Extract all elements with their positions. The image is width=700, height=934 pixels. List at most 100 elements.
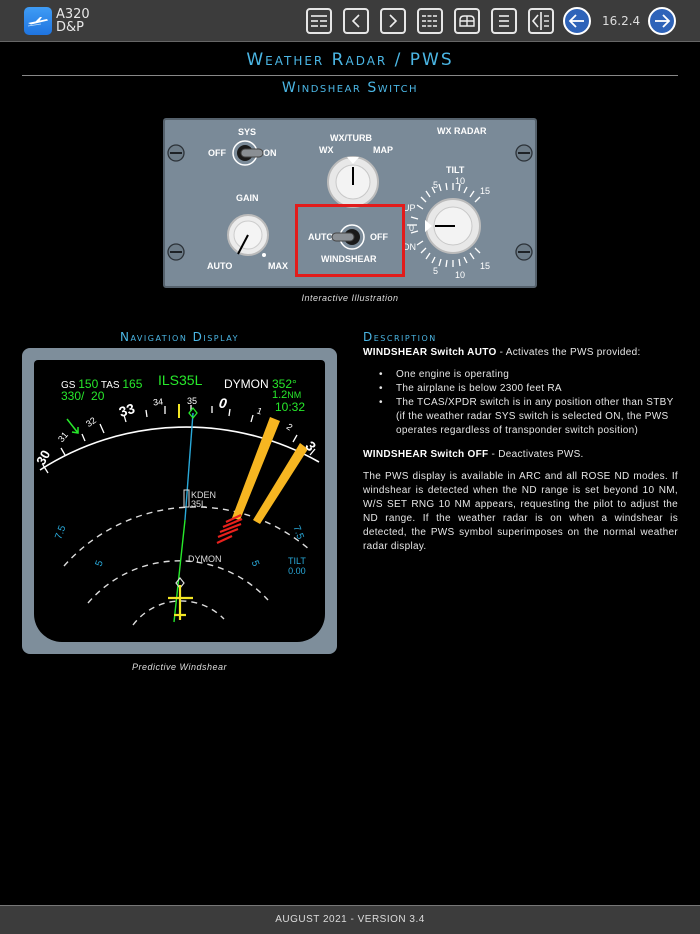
navigation-display-screen: GS 150 TAS 165 330/ 20 ILS35L DYMON 352°… [34, 360, 325, 642]
windshear-auto-label: AUTO [308, 232, 334, 242]
nd-caption: Predictive Windshear [132, 662, 227, 672]
approach-readout: ILS35L [158, 372, 203, 388]
nd-graphics [39, 404, 320, 626]
page-number: 16.2.4 [602, 14, 641, 28]
condition-item: The TCAS/XPDR switch is in any position … [363, 396, 678, 438]
next-page-button[interactable] [648, 7, 676, 35]
auto-conditions-list: One engine is operating The airplane is … [363, 368, 678, 438]
tilt-dn-10: 10 [455, 270, 466, 280]
gain-knob[interactable] [225, 212, 275, 262]
tilt-readout-label: TILT [288, 556, 306, 566]
pws-paragraph: The PWS display is available in ARC and … [363, 471, 678, 552]
gain-auto-label: AUTO [207, 261, 233, 271]
wx-mode-label: WX [319, 145, 334, 155]
sidebar-collapse-icon [531, 12, 549, 30]
title-divider [22, 75, 678, 76]
sys-toggle-switch[interactable] [231, 139, 271, 169]
tilt-label: TILT [446, 165, 465, 175]
waypoint-distance: 1.2NM [272, 389, 301, 401]
tilt-dn-15: 15 [480, 261, 491, 271]
waypoint-eta: 10:32 [275, 400, 306, 414]
nd-speed-readout: GS 150 TAS 165 [61, 377, 142, 391]
waypoint-bearing: 352° [272, 377, 297, 391]
runway-label: 35L [191, 499, 207, 509]
condition-item: The airplane is below 2300 feet RA [363, 382, 678, 396]
menu-lines-icon [499, 15, 509, 27]
condition-item: One engine is operating [363, 368, 678, 382]
contents-button[interactable] [306, 8, 332, 34]
auto-bold: WINDSHEAR Switch AUTO [363, 347, 497, 358]
sidebar-toggle-button[interactable] [528, 8, 554, 34]
wx-radar-label: WX RADAR [437, 126, 487, 136]
app-name: A320 D&P [56, 7, 90, 35]
tilt-zero-label: 0 [409, 223, 415, 233]
distance-value: 1.2 [272, 389, 288, 401]
airplane-icon [27, 17, 48, 27]
navigation-display-frame: GS 150 TAS 165 330/ 20 ILS35L DYMON 352°… [22, 348, 337, 654]
auto-text: - Activates the PWS provided: [496, 347, 641, 358]
off-description: WINDSHEAR Switch OFF - Deactivates PWS. [363, 448, 678, 462]
gs-value: 150 [78, 377, 99, 391]
tilt-scale [407, 182, 481, 268]
overhead-panel-icon [459, 15, 475, 27]
wx-turb-label: WX/TURB [330, 133, 372, 143]
off-text: - Deactivates PWS. [488, 449, 584, 460]
gain-max-label: MAX [268, 261, 288, 271]
gain-label: GAIN [236, 193, 259, 203]
tas-value: 165 [122, 377, 143, 391]
tilt-up-5: 5 [433, 180, 439, 190]
page-title: Weather Radar / PWS [246, 50, 454, 70]
tilt-readout-value: 0.00 [288, 566, 306, 576]
tilt-readout: TILT 0.00 [288, 556, 306, 576]
gain-max-dot [262, 253, 266, 257]
page-subtitle: Windshear Switch [281, 80, 419, 96]
windshear-off-label: OFF [370, 232, 388, 242]
sys-label: SYS [238, 127, 257, 137]
windshear-label: WINDSHEAR [321, 254, 377, 264]
waypoint-name: DYMON [224, 377, 269, 391]
description-heading: Description [363, 330, 437, 344]
tilt-up-label: UP [403, 203, 416, 213]
off-bold: WINDSHEAR Switch OFF [363, 449, 489, 460]
tilt-up-15: 15 [480, 186, 491, 196]
back-button[interactable] [343, 8, 369, 34]
compass-34: 34 [152, 396, 164, 408]
chevron-right-icon [389, 14, 398, 28]
panel-screws [167, 144, 533, 261]
airport-label: KDEN [191, 490, 217, 500]
wx-turb-knob[interactable] [325, 155, 381, 209]
arrow-right-circle-icon [655, 14, 671, 28]
index-button[interactable] [417, 8, 443, 34]
windshear-toggle-switch[interactable] [330, 222, 370, 254]
description-body: WINDSHEAR Switch AUTO - Activates the PW… [363, 346, 678, 554]
map-mode-label: MAP [373, 145, 393, 155]
previous-page-button[interactable] [563, 7, 591, 35]
sys-off-label: OFF [208, 148, 226, 158]
menu-button[interactable] [491, 8, 517, 34]
tilt-dn-label: DN [403, 242, 416, 252]
arrow-left-circle-icon [568, 14, 584, 28]
wx-radar-panel: SYS OFF ON GAIN AUTO MAX WX/TURB WX MAP … [163, 118, 537, 288]
tilt-up-10: 10 [455, 176, 466, 186]
chevron-left-icon [351, 14, 360, 28]
illustration-caption: Interactive Illustration [301, 293, 399, 303]
nav-display-heading: Navigation Display [119, 330, 240, 344]
gs-label: GS [61, 380, 76, 391]
table-of-contents-icon [311, 15, 327, 27]
index-list-icon [422, 15, 438, 27]
wind-readout: 330/ 20 [61, 389, 105, 403]
forward-button[interactable] [380, 8, 406, 34]
windshear-switch-highlight [295, 204, 405, 277]
footer-version: AUGUST 2021 - VERSION 3.4 [0, 905, 700, 934]
fix-label: DYMON [188, 554, 222, 564]
auto-description: WINDSHEAR Switch AUTO - Activates the PW… [363, 346, 678, 360]
tilt-dn-5: 5 [433, 266, 439, 276]
tilt-knob[interactable] [423, 198, 483, 256]
compass-35: 35 [187, 396, 198, 406]
app-logo[interactable] [24, 7, 52, 35]
sys-on-label: ON [263, 148, 277, 158]
panel-overview-button[interactable] [454, 8, 480, 34]
top-toolbar: A320 D&P 16.2.4 [0, 0, 700, 42]
tas-label: TAS [100, 380, 120, 391]
distance-unit: NM [287, 390, 302, 400]
